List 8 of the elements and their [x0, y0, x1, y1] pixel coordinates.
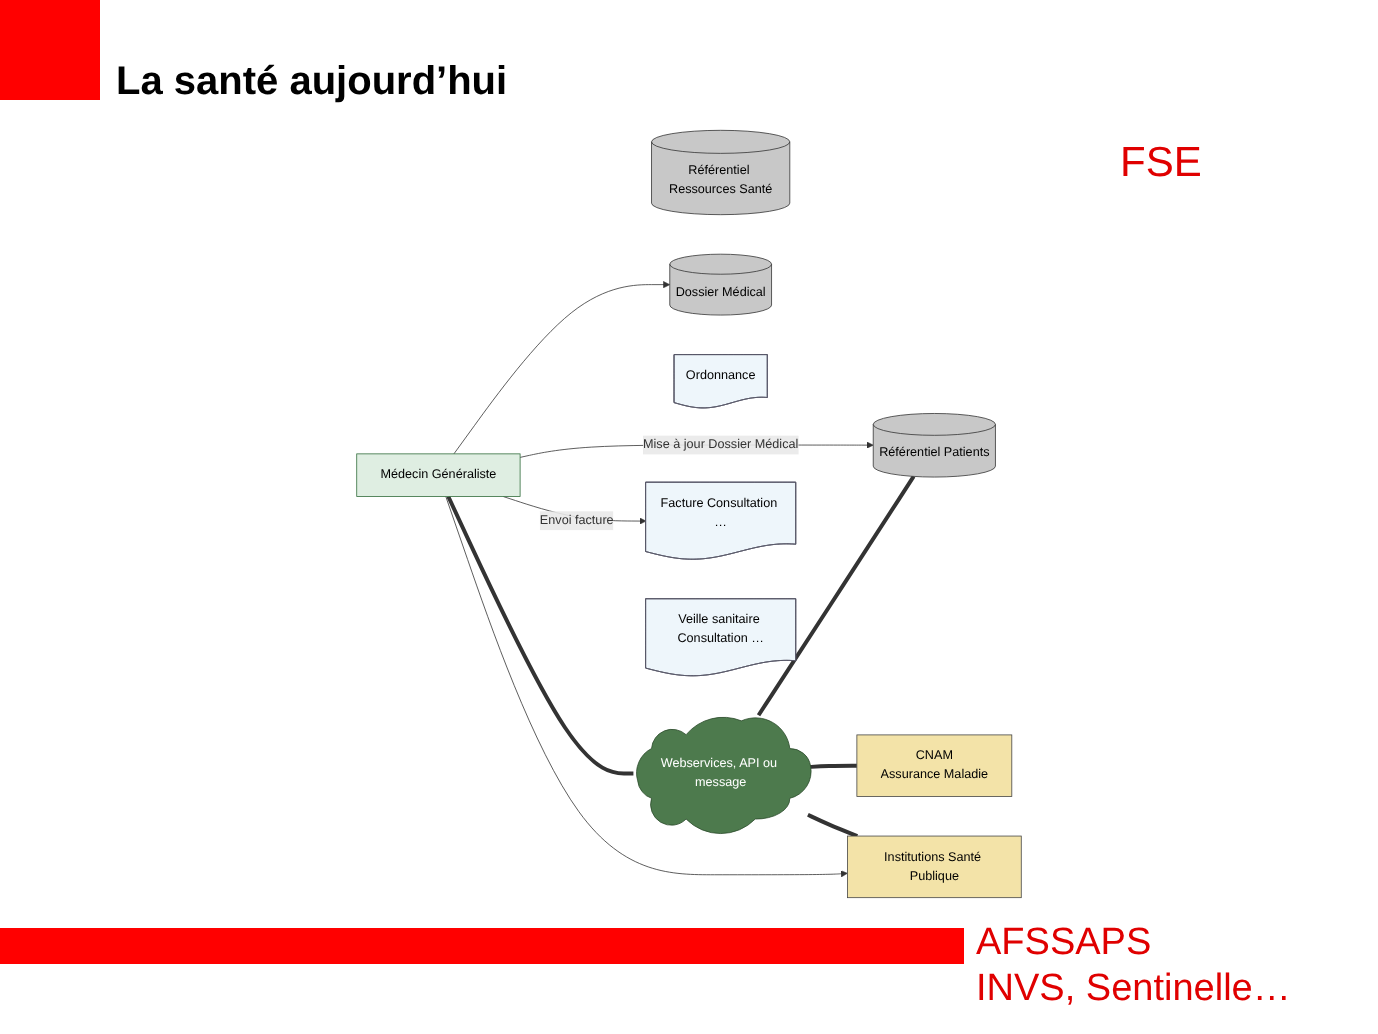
connector [807, 813, 859, 838]
connector [807, 763, 857, 770]
slide-title: La santé aujourd’hui [116, 60, 508, 106]
note-text: AFSSAPS [976, 920, 1154, 966]
connector [446, 495, 634, 776]
note-text: INVS, Sentinelle… [976, 966, 1291, 1012]
note-text: FSE [1120, 140, 1202, 188]
connector [756, 475, 916, 717]
